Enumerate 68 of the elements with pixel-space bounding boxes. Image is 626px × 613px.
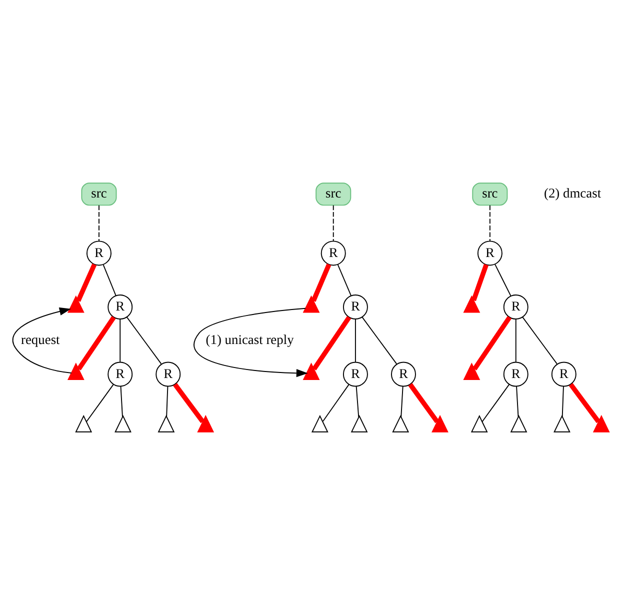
node-triangle (470, 414, 488, 432)
connector (126, 316, 162, 364)
connector (76, 262, 97, 302)
node-circle: R (391, 361, 416, 386)
connector (166, 385, 168, 416)
node-circle: R (551, 361, 576, 386)
connector (472, 315, 512, 370)
node-triangle (463, 362, 480, 380)
connector (568, 382, 600, 423)
connector (102, 264, 116, 296)
connector (482, 383, 510, 422)
connector (471, 263, 489, 301)
connector (362, 316, 398, 364)
node-circle: R (503, 361, 528, 386)
connector (356, 385, 360, 418)
node-circle: R (156, 361, 181, 386)
node-triangle (350, 414, 368, 432)
arrow (12, 306, 72, 373)
node-box: src (472, 182, 508, 206)
connector (489, 204, 490, 241)
node-triangle (392, 414, 410, 432)
label: (2) dmcast (544, 185, 602, 200)
node-triangle (114, 414, 132, 432)
connector (562, 385, 564, 416)
node-circle: R (108, 361, 133, 386)
node-triangle (75, 414, 92, 432)
node-circle: R (477, 240, 502, 266)
node-triangle (197, 414, 214, 432)
connector (120, 385, 123, 417)
connector (400, 385, 404, 417)
connector (522, 316, 558, 364)
connector (354, 318, 356, 362)
edge-label: (1) unicast reply (206, 332, 294, 347)
connector (120, 318, 121, 362)
edge-label: request (20, 332, 60, 347)
node-triangle (592, 414, 610, 432)
node-triangle (432, 414, 448, 432)
connector (311, 262, 332, 302)
connector (516, 385, 519, 417)
connector (173, 382, 205, 423)
connector (76, 315, 116, 370)
node-triangle (510, 414, 528, 432)
node-triangle (463, 294, 480, 312)
connector (86, 383, 114, 422)
connector (322, 383, 350, 422)
connector (332, 204, 334, 241)
node-triangle (554, 414, 570, 432)
node-circle: R (320, 240, 346, 266)
node-triangle (67, 362, 84, 380)
node-box: src (81, 182, 117, 206)
connector (494, 263, 512, 296)
node-circle: R (503, 294, 528, 319)
node-triangle (302, 362, 320, 380)
node-box: src (316, 182, 352, 206)
connector (98, 204, 100, 241)
node-triangle (67, 294, 84, 312)
node-triangle (311, 414, 328, 432)
connector (515, 318, 516, 362)
arrow (194, 307, 308, 377)
connector (408, 382, 440, 423)
node-triangle (302, 294, 320, 312)
node-circle: R (86, 240, 112, 266)
node-circle: R (108, 294, 133, 319)
connector (337, 263, 352, 296)
connector (312, 315, 352, 370)
node-circle: R (342, 361, 368, 386)
node-circle: R (342, 294, 368, 319)
node-triangle (158, 414, 175, 432)
